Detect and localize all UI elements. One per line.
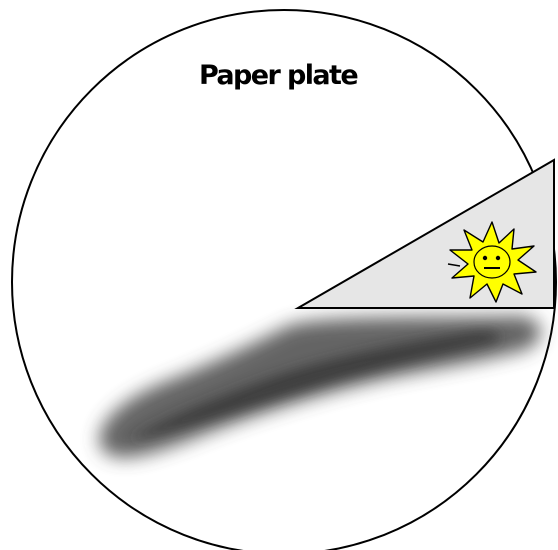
plate-label: Paper plate: [168, 62, 388, 89]
